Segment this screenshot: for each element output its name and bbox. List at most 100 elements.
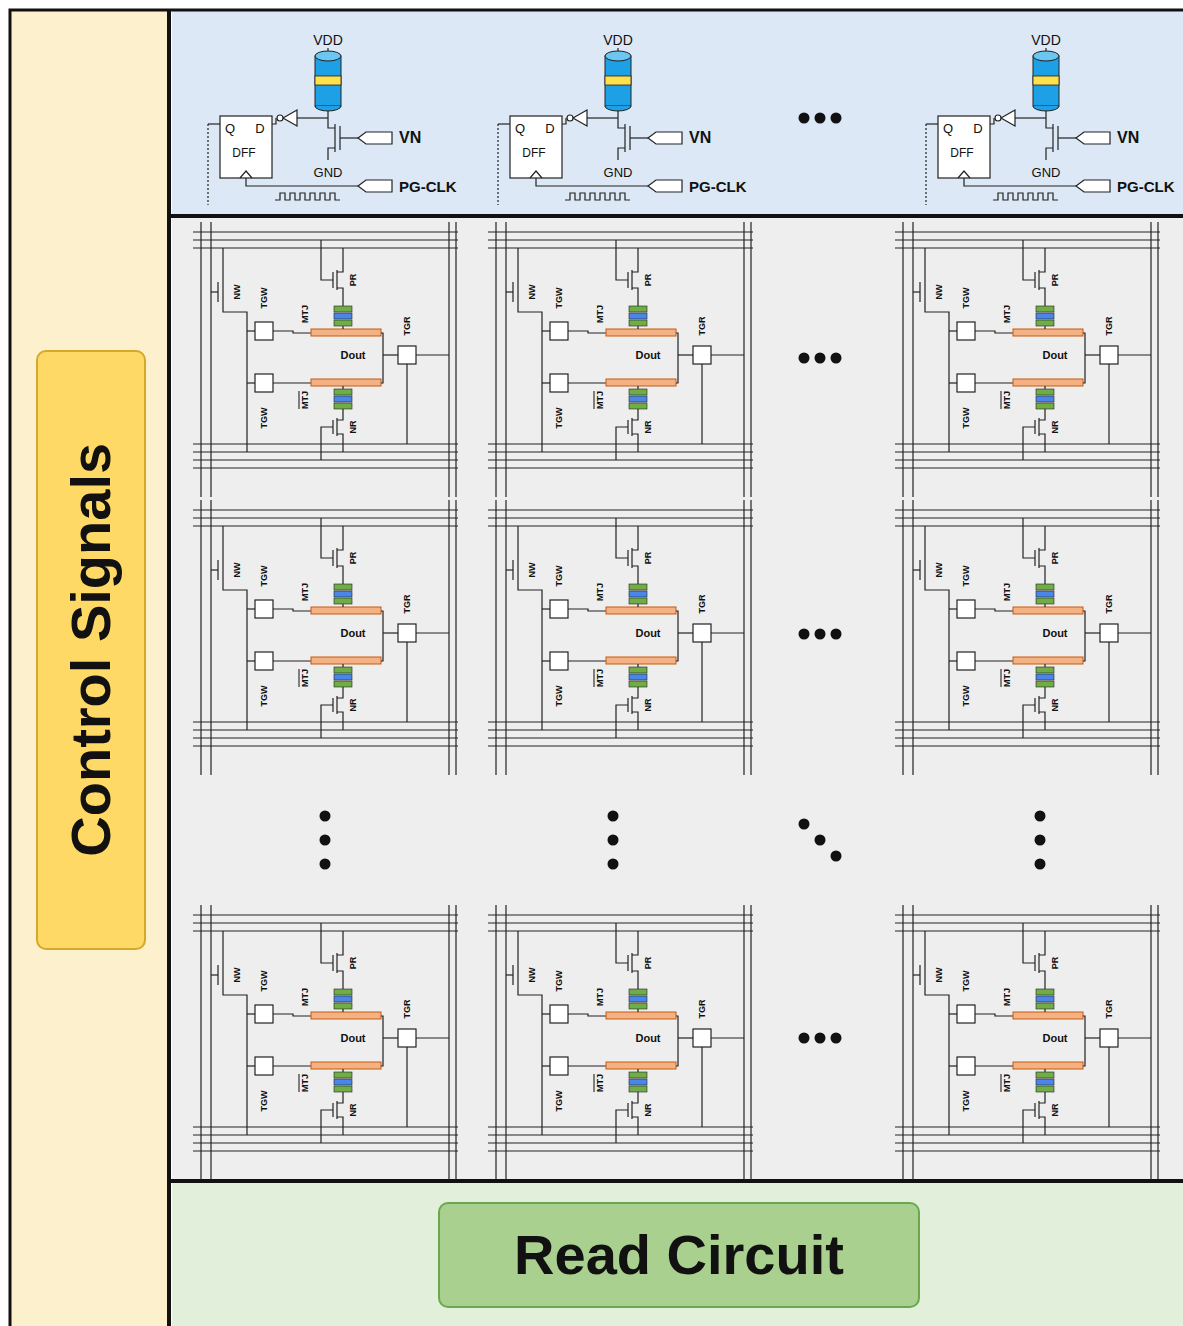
mtj-layer	[1036, 1072, 1054, 1078]
mtj-layer	[629, 681, 647, 687]
signal-name: Dout	[1041, 350, 1068, 361]
wire	[1023, 240, 1035, 280]
feedback-wire	[497, 124, 498, 205]
bus-line	[200, 500, 201, 775]
bus-line	[193, 1134, 458, 1135]
bus-line	[1157, 500, 1158, 775]
bus-line	[488, 459, 753, 460]
part-name: NW	[935, 562, 944, 579]
ellipsis-dot	[320, 859, 331, 870]
wire	[630, 137, 648, 138]
clock-waveform	[565, 193, 630, 200]
heavy-metal-strip	[606, 1012, 676, 1019]
wire	[975, 660, 1013, 661]
part-name: TGW	[555, 685, 564, 708]
transmission-gate	[957, 652, 975, 670]
wire	[328, 148, 335, 160]
transmission-gate	[398, 1029, 416, 1047]
wire	[498, 123, 510, 124]
control-block: Control Signals	[36, 350, 146, 950]
bus-line	[750, 500, 751, 775]
transistor-channel	[924, 558, 925, 582]
ellipsis-dot	[815, 1033, 826, 1044]
wire	[632, 434, 638, 452]
mtj-layer	[334, 1003, 352, 1009]
bus-line	[1150, 222, 1151, 497]
wire	[616, 240, 628, 280]
part-name: TGW	[962, 287, 971, 310]
part-name: MTJ	[596, 304, 605, 324]
part-name: PR	[1051, 956, 1060, 971]
bus-line	[895, 721, 1160, 722]
wire	[381, 333, 383, 383]
transmission-gate	[255, 600, 273, 618]
part-name: MTJ	[1003, 668, 1012, 688]
mtj-layer	[334, 403, 352, 409]
part-name: NW	[233, 562, 242, 579]
wire	[383, 632, 398, 633]
wire	[1023, 705, 1035, 738]
bus-line	[193, 930, 458, 931]
mtj-layer	[1036, 996, 1054, 1002]
wire	[1039, 931, 1045, 955]
heavy-metal-strip	[606, 379, 676, 386]
pin-name: D	[254, 122, 265, 135]
bus-line	[495, 500, 496, 775]
wire	[975, 609, 1013, 611]
bus-line	[193, 443, 458, 444]
power-gating-unit	[498, 48, 682, 205]
wire	[711, 632, 744, 633]
memory-cell	[193, 222, 458, 497]
wire	[273, 1014, 311, 1016]
clock-wire	[246, 178, 358, 186]
wire	[321, 923, 333, 963]
transistor-channel	[631, 548, 632, 568]
transistor-channel	[1038, 953, 1039, 973]
wire	[337, 526, 343, 550]
heavy-metal-strip	[311, 1012, 381, 1019]
mtj-layer	[629, 674, 647, 680]
wire	[337, 409, 343, 420]
part-name: PR	[349, 273, 358, 288]
wire	[383, 354, 398, 355]
mtj-layer	[334, 320, 352, 326]
wire	[711, 354, 744, 355]
wire	[632, 712, 638, 730]
wire	[1039, 712, 1045, 730]
signal-name: PG-CLK	[398, 179, 458, 194]
bus-line	[488, 451, 753, 452]
wire	[273, 382, 311, 383]
bus-line	[495, 905, 496, 1180]
transistor-channel	[336, 548, 337, 568]
wire	[518, 304, 542, 452]
part-name: MTJ	[301, 987, 310, 1007]
wire	[616, 518, 628, 558]
bus-line	[895, 247, 1160, 248]
bus-line	[743, 905, 744, 1180]
wire	[1118, 354, 1151, 355]
bus-line	[210, 500, 211, 775]
transistor-gate	[512, 560, 513, 580]
wire	[568, 331, 606, 333]
wire	[381, 611, 383, 661]
bus-line	[750, 222, 751, 497]
transistor-channel	[1038, 418, 1039, 436]
mtj-cylinder-top	[315, 51, 341, 61]
bus-line	[193, 922, 458, 923]
ellipsis-dot	[799, 353, 810, 364]
memory-cell	[193, 500, 458, 775]
wire	[913, 291, 920, 292]
bus-line	[505, 905, 506, 1180]
part-name: TGW	[555, 565, 564, 588]
transmission-gate	[398, 346, 416, 364]
wire	[1039, 971, 1045, 989]
bus-line	[895, 231, 1160, 232]
border	[167, 10, 171, 1326]
bus-line	[488, 930, 753, 931]
wire	[416, 632, 449, 633]
transistor-gate	[512, 282, 513, 302]
bus-line	[488, 517, 753, 518]
wire	[1039, 409, 1045, 420]
wire	[542, 1065, 550, 1066]
wire	[1046, 148, 1053, 160]
